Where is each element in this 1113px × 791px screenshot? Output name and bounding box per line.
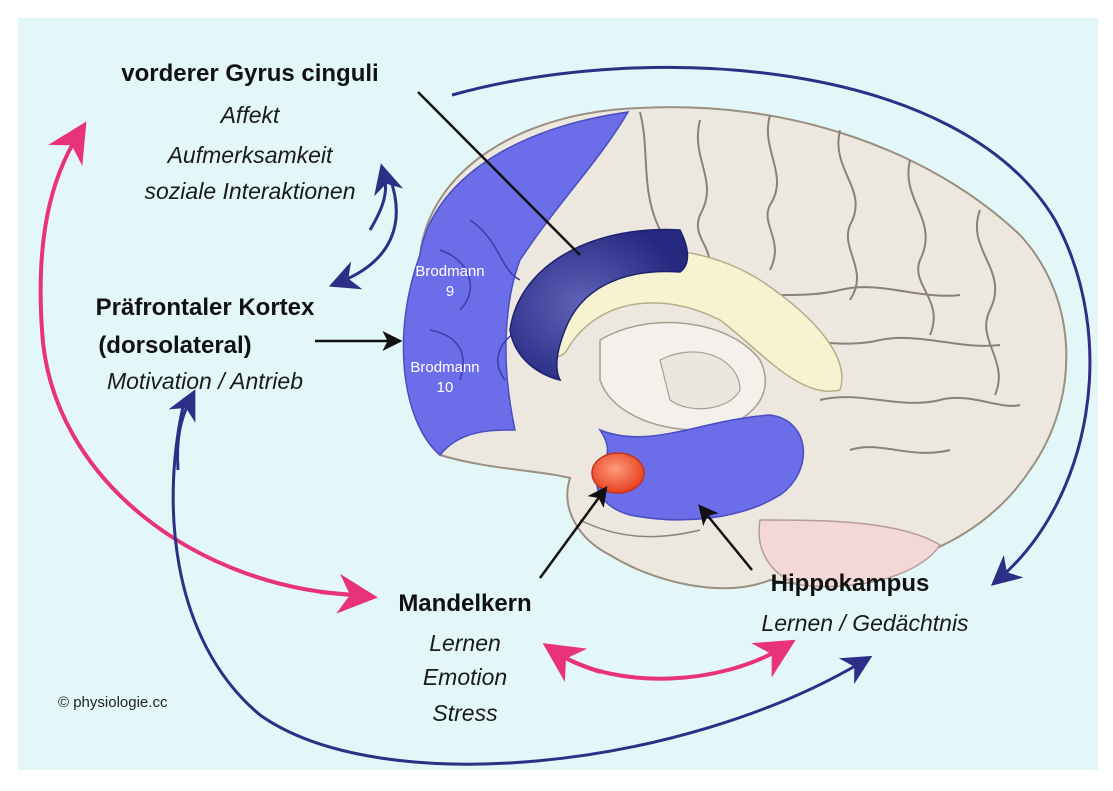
brodmann-10-line-2: 10 <box>395 378 495 398</box>
cingulate-line-3: soziale Interaktionen <box>80 176 420 206</box>
amygdala-line-2: Emotion <box>385 662 545 692</box>
arrow-amygdala-hippocampus <box>560 648 782 679</box>
amygdala-region <box>592 453 644 493</box>
amygdala-line-1: Lernen <box>385 628 545 658</box>
brodmann-10-line-1: Brodmann <box>395 358 495 378</box>
brodmann-9-line-1: Brodmann <box>405 262 495 282</box>
prefrontal-subtitle: Motivation / Antrieb <box>55 366 355 396</box>
cingulate-title: vorderer Gyrus cinguli <box>110 60 390 88</box>
brodmann-10-label: Brodmann 10 <box>395 358 495 398</box>
prefrontal-title-line-1: Präfrontaler Kortex <box>55 294 355 322</box>
copyright-text: © physiologie.cc <box>58 694 167 711</box>
hippocampus-subtitle: Lernen / Gedächtnis <box>720 608 1010 638</box>
hippocampus-title: Hippokampus <box>740 570 960 598</box>
amygdala-line-3: Stress <box>385 698 545 728</box>
cingulate-line-2: Aufmerksamkeit <box>110 140 390 170</box>
amygdala-title: Mandelkern <box>385 590 545 618</box>
cingulate-line-1: Affekt <box>110 100 390 130</box>
brodmann-9-line-2: 9 <box>405 282 495 302</box>
prefrontal-title-line-2: (dorsolateral) <box>55 332 295 360</box>
brodmann-9-label: Brodmann 9 <box>405 262 495 302</box>
